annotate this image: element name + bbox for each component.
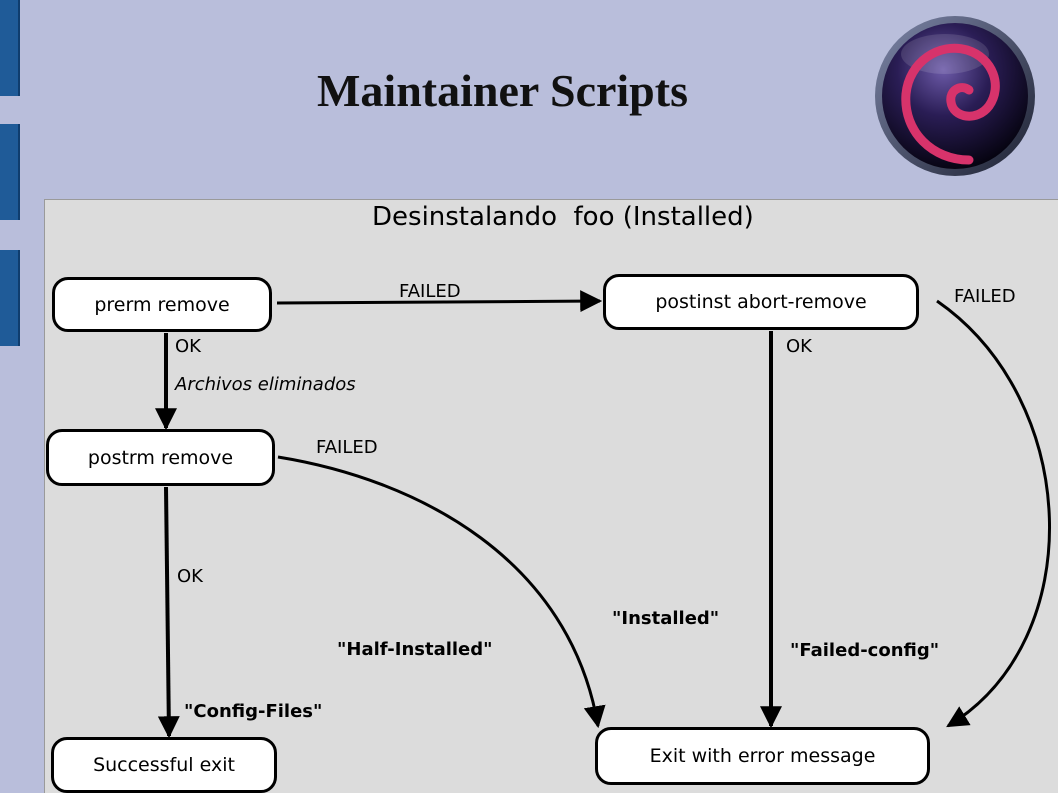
diagram-title: Desinstalando foo (Installed) xyxy=(372,202,754,232)
node-label: Exit with error message xyxy=(649,745,876,767)
node-prerm-remove: prerm remove xyxy=(52,277,272,332)
edge-prerm-to-postinst xyxy=(276,290,603,313)
node-successful-exit: Successful exit xyxy=(51,737,277,793)
label-archivos-eliminados: Archivos eliminados xyxy=(175,374,356,395)
label-half-installed: "Half-Installed" xyxy=(337,639,493,660)
node-postinst-abort-remove: postinst abort-remove xyxy=(603,274,919,330)
edge-postrm-to-error xyxy=(277,455,606,729)
label-config-files: "Config-Files" xyxy=(184,701,323,722)
node-exit-with-error: Exit with error message xyxy=(595,727,930,785)
node-label: postinst abort-remove xyxy=(655,291,867,313)
label-ok-prerm: OK xyxy=(175,336,201,357)
side-tab-1 xyxy=(0,0,20,96)
label-failed-config: "Failed-config" xyxy=(790,640,940,661)
node-postrm-remove: postrm remove xyxy=(46,429,275,486)
edge-postinst-to-error-failed xyxy=(936,299,1052,728)
node-label: prerm remove xyxy=(94,293,230,316)
node-label: postrm remove xyxy=(87,446,234,469)
label-ok-postinst: OK xyxy=(786,336,812,357)
side-tab-2 xyxy=(0,124,20,220)
label-failed-postinst: FAILED xyxy=(954,286,1016,307)
label-failed-prerm: FAILED xyxy=(399,281,461,302)
label-installed: "Installed" xyxy=(612,608,720,629)
label-ok-postrm: OK xyxy=(177,566,203,587)
debian-logo-icon xyxy=(873,14,1037,178)
node-label: Successful exit xyxy=(93,754,235,776)
slide-title: Maintainer Scripts xyxy=(317,65,688,116)
edge-postrm-to-success xyxy=(157,486,180,739)
side-tab-3 xyxy=(0,250,20,346)
label-failed-postrm: FAILED xyxy=(316,437,378,458)
